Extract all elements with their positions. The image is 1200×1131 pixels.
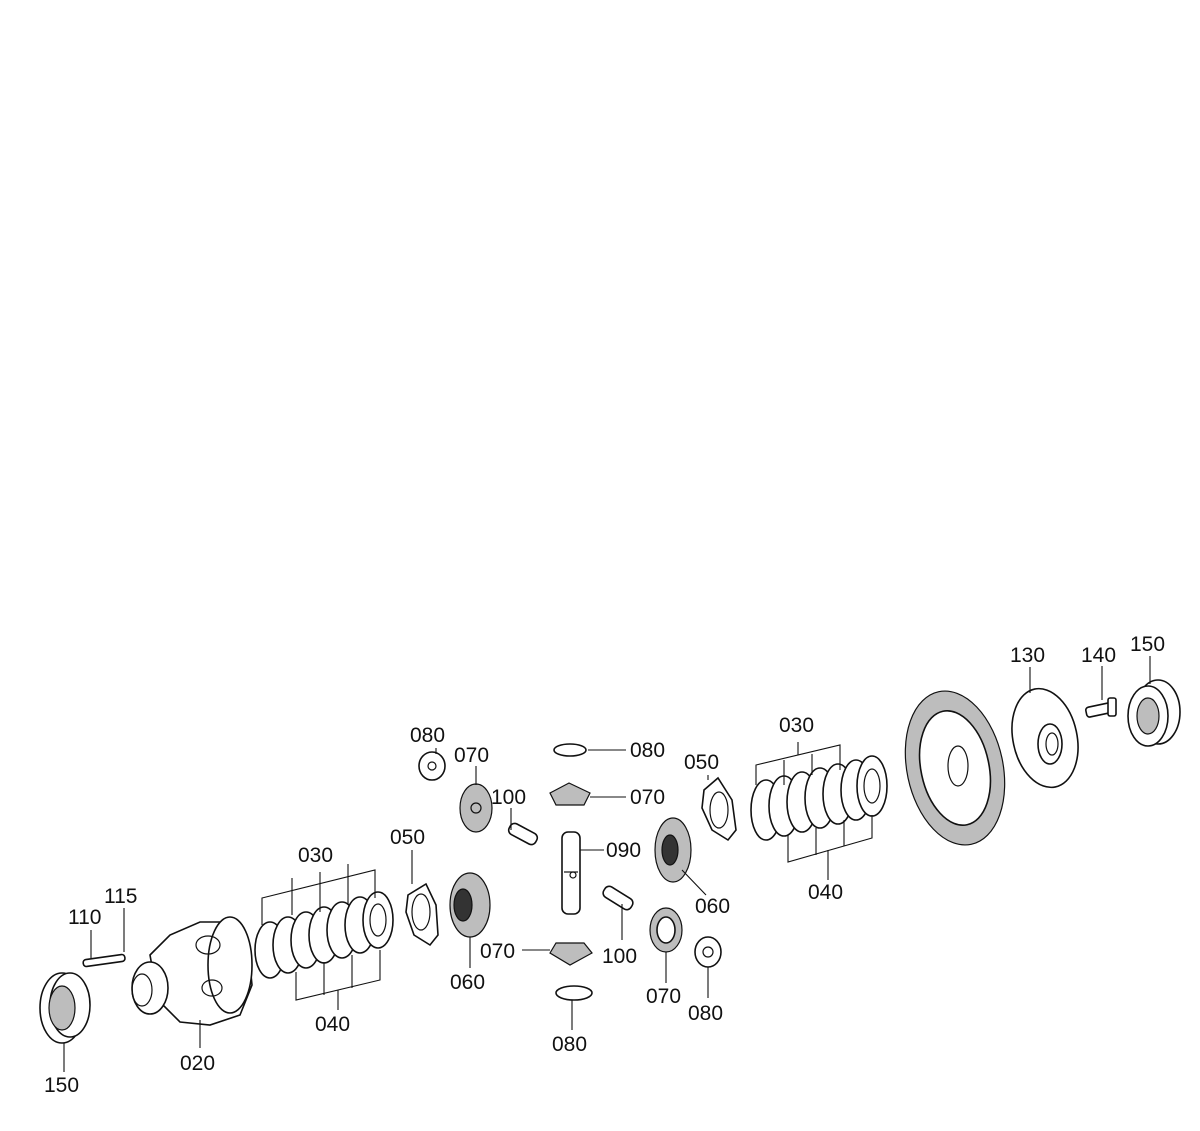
label-100-upper: 100 [491,786,526,809]
part-140-bolt [1085,666,1117,718]
label-070-bottom: 070 [480,940,515,963]
label-050-left: 050 [390,826,425,849]
label-050-right: 050 [684,751,719,774]
part-060-right-side-gear [654,817,707,896]
label-040-left: 040 [315,1013,350,1036]
part-030-040-right-disc-pack [750,742,888,880]
label-080-lower-right: 080 [688,1002,723,1025]
label-020: 020 [180,1052,215,1075]
label-115: 115 [104,885,137,908]
part-030-040-left-disc-pack [254,864,394,1010]
label-080-upper-left: 080 [410,724,445,747]
part-070-lower-right-pinion [649,907,683,983]
label-080-bottom: 080 [552,1033,587,1056]
part-110-115-pins [82,908,126,968]
label-080-top: 080 [630,739,665,762]
label-060-left: 060 [450,971,485,994]
part-150-left-bearing [39,972,91,1072]
part-070-top-bevel-gear [549,782,626,806]
label-150-right: 150 [1130,633,1165,656]
part-130-flange [1011,667,1079,789]
part-080-upper-left-washer [418,748,446,781]
label-070-lower-right: 070 [646,985,681,1008]
part-020-housing [131,916,253,1048]
part-100-upper-pin [507,808,539,846]
part-crown-wheel [904,690,1006,846]
part-150-right-bearing [1127,656,1181,747]
label-110: 110 [68,906,101,929]
part-100-lower-pin [602,885,634,940]
part-070-upper-left-pinion [459,766,493,833]
label-130: 130 [1010,644,1045,667]
part-060-left-side-gear [449,872,491,968]
part-080-top-washer [553,743,626,757]
label-060-right: 060 [695,895,730,918]
part-050-left-plate [405,850,439,947]
part-070-bottom-bevel-gear [522,942,593,966]
part-080-bottom-washer [555,985,593,1030]
label-150-left: 150 [44,1074,79,1097]
part-090-cross-shaft [561,831,604,915]
label-090: 090 [606,839,641,862]
label-140: 140 [1081,644,1116,667]
part-050-right-plate [701,775,737,842]
label-100-lower: 100 [602,945,637,968]
label-030-right: 030 [779,714,814,737]
label-070-upper-left: 070 [454,744,489,767]
label-070-top: 070 [630,786,665,809]
part-080-lower-right-washer [694,936,722,998]
label-030-left: 030 [298,844,333,867]
callout-labels: 150 110 115 020 030 040 050 060 080 070 … [44,633,1165,1097]
label-040-right: 040 [808,881,843,904]
